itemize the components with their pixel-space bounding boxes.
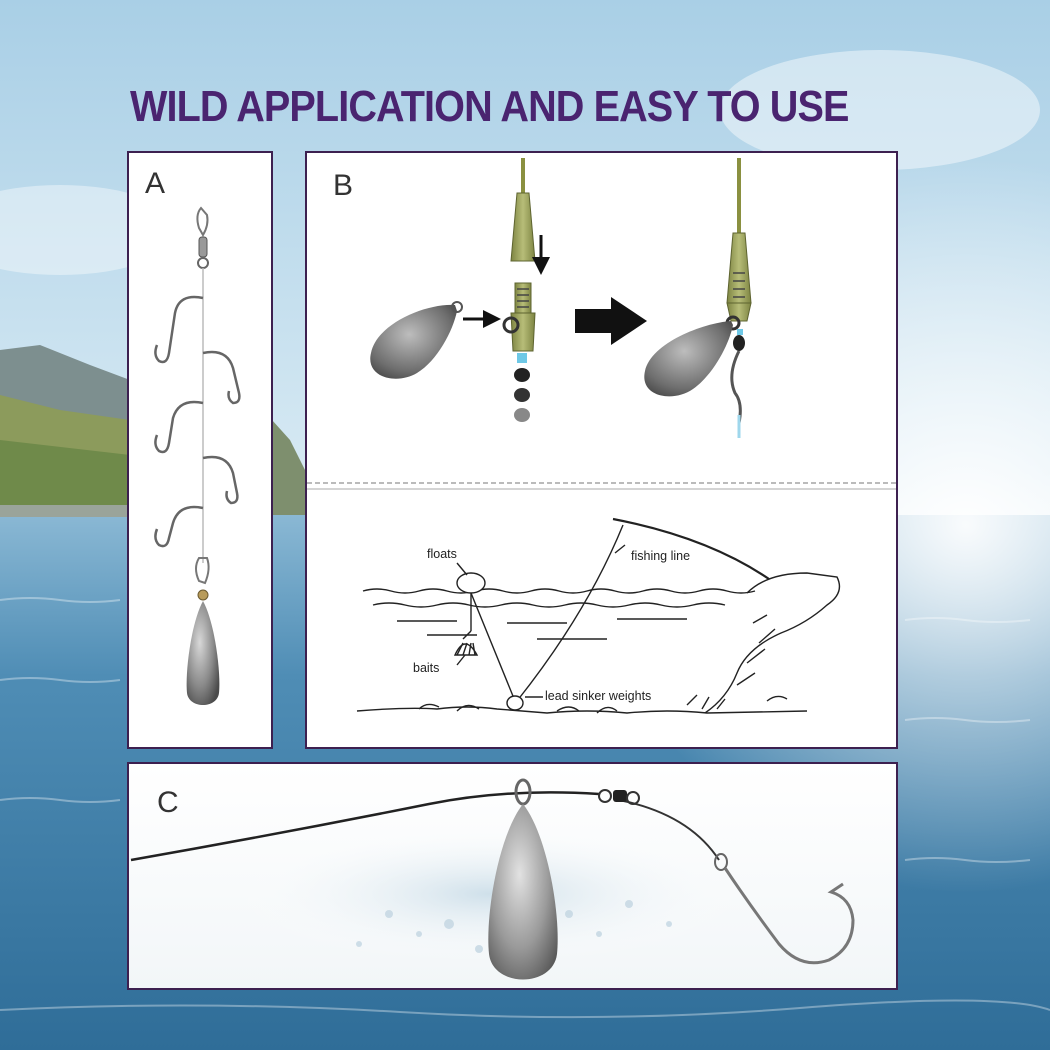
label-baits: baits bbox=[413, 661, 440, 675]
panel-b: B bbox=[305, 151, 898, 749]
panel-a: A bbox=[127, 151, 273, 749]
page-title: WILD APPLICATION AND EASY TO USE bbox=[130, 82, 849, 131]
label-floats: floats bbox=[427, 547, 457, 561]
sinker-with-hook-illustration bbox=[129, 764, 896, 988]
panel-a-letter: A bbox=[145, 167, 166, 200]
label-lead-sinker-weights: lead sinker weights bbox=[545, 689, 652, 703]
sinker-connection-diagram bbox=[307, 158, 896, 714]
panel-c: C bbox=[127, 762, 898, 990]
label-fishing-line: fishing line bbox=[631, 549, 691, 563]
multi-hook-rig-illustration bbox=[154, 206, 241, 705]
panel-c-letter: C bbox=[157, 786, 179, 819]
panel-b-letter: B bbox=[333, 169, 354, 202]
